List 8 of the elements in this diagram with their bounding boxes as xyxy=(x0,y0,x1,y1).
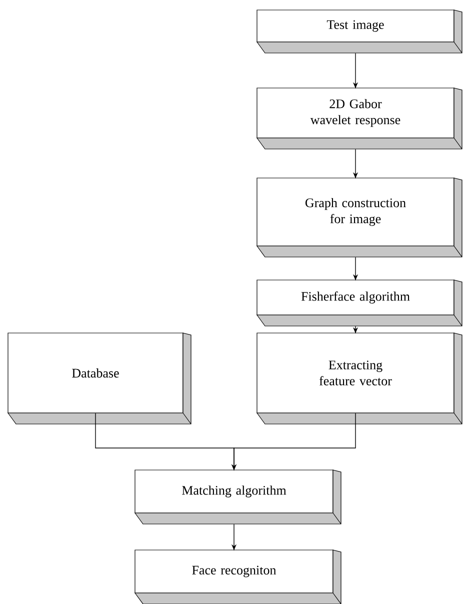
process-box: Fisherface algorithm xyxy=(256,280,462,326)
process-box: Database xyxy=(8,332,192,424)
process-box: Test image xyxy=(256,10,462,54)
process-box: Face recogniton xyxy=(134,550,342,604)
process-box: Graph construction for image xyxy=(256,178,462,258)
process-box: Matching algorithm xyxy=(134,470,342,524)
process-box: 2D Gabor wavelet response xyxy=(256,88,462,150)
process-box: Extracting feature vector xyxy=(256,332,462,424)
